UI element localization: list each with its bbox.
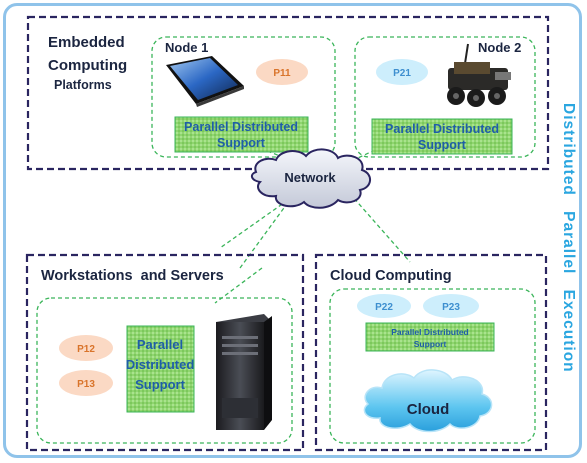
- side-title: Distributed Parallel Execution: [552, 78, 584, 398]
- cloud-icon: [363, 369, 493, 433]
- cloud-computing-label: Cloud Computing: [330, 268, 452, 284]
- embedded-label-2: Computing: [48, 57, 127, 74]
- workstations-label: Workstations and Servers: [41, 268, 224, 284]
- node1-box: [151, 36, 336, 158]
- server-icon: [216, 314, 272, 430]
- process-p22: [357, 294, 411, 318]
- embedded-box: [26, 15, 550, 171]
- node1-label: Node 1: [165, 40, 208, 55]
- network-cloud: [250, 148, 371, 209]
- node1-support-line1: Parallel Distributed: [184, 120, 298, 134]
- cloud-label: Cloud: [407, 401, 450, 418]
- process-p23-label: P23: [442, 302, 460, 313]
- workstations-support-line1: Parallel: [137, 337, 183, 352]
- tablet-icon: [166, 56, 244, 107]
- link-node2-network: [344, 149, 376, 165]
- node1-support-line2: Support: [217, 136, 266, 150]
- process-p13: [59, 370, 113, 396]
- node2-box: [354, 36, 536, 158]
- process-p11: [256, 59, 308, 85]
- node2-support-box: [371, 118, 513, 155]
- process-p13-label: P13: [77, 379, 95, 390]
- cloud-support-box: [365, 322, 495, 352]
- network-label: Network: [284, 170, 336, 185]
- cloud-computing-inner-box: [329, 288, 536, 444]
- cloud-support-line2: Support: [414, 339, 447, 349]
- process-p11-label: P11: [273, 68, 291, 79]
- link-workstations-inner: [214, 267, 263, 304]
- embedded-label-3: Platforms: [54, 78, 112, 92]
- workstations-support-line3: Support: [135, 377, 185, 392]
- node2-support-line2: Support: [418, 138, 467, 152]
- cloud-computing-box: [314, 253, 548, 452]
- workstations-box: [25, 253, 305, 452]
- process-p21: [376, 59, 428, 85]
- cloud-support-line1: Parallel Distributed: [391, 327, 468, 337]
- process-p23: [423, 294, 479, 318]
- side-title-text: Distributed Parallel Execution: [560, 103, 577, 373]
- embedded-label-1: Embedded: [48, 34, 125, 51]
- workstations-support-line2: Distributed: [126, 357, 195, 372]
- process-p21-label: P21: [393, 68, 411, 79]
- process-p22-label: P22: [375, 302, 393, 313]
- robot-icon: [447, 43, 511, 107]
- workstations-inner-box: [36, 297, 293, 444]
- node1-support-box: [174, 116, 309, 153]
- process-p12-label: P12: [77, 344, 95, 355]
- node2-support-line1: Parallel Distributed: [385, 122, 499, 136]
- workstations-support-box: [126, 325, 195, 413]
- process-p12: [59, 335, 113, 361]
- node2-label: Node 2: [478, 40, 521, 55]
